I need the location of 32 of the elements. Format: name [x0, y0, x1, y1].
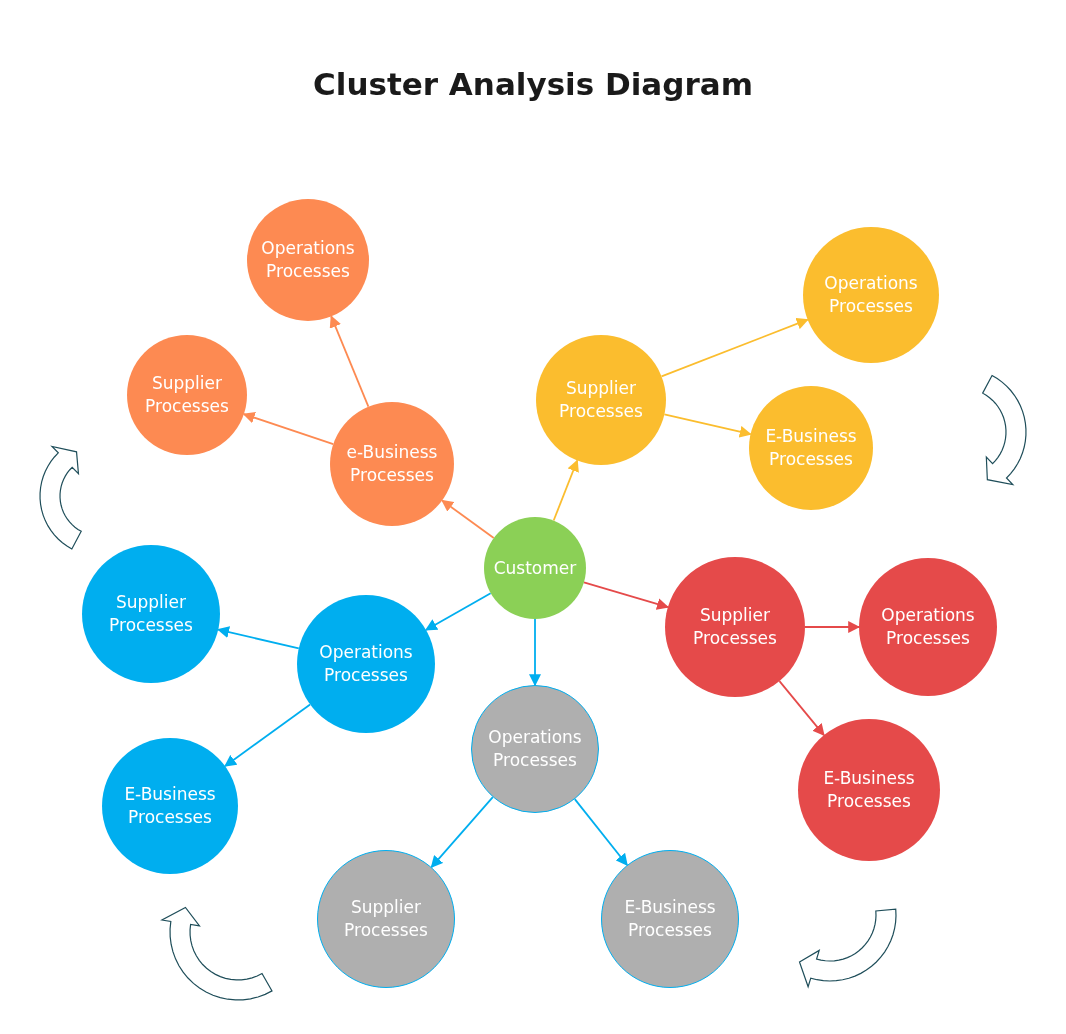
node-label: E-Business Processes	[764, 425, 858, 471]
arrow	[660, 317, 809, 378]
arrow	[573, 798, 628, 866]
node-label: Supplier Processes	[343, 896, 429, 942]
arrow	[583, 581, 669, 610]
node-label: Operations Processes	[880, 604, 976, 650]
arrow	[217, 626, 300, 650]
arrow	[242, 411, 335, 446]
arrow	[224, 703, 311, 767]
node-label: Operations Processes	[823, 272, 919, 318]
node-label: Supplier Processes	[108, 591, 194, 637]
arrow	[424, 592, 492, 631]
arrow	[663, 413, 752, 438]
node-label: Supplier Processes	[144, 372, 230, 418]
node-label: E-Business Processes	[822, 767, 916, 813]
node-label: E-Business Processes	[623, 896, 717, 942]
diagram-title: Cluster Analysis Diagram	[313, 66, 753, 102]
arrow	[441, 499, 495, 539]
arrow	[778, 680, 825, 737]
node-label: Operations Processes	[487, 726, 583, 772]
node-label: Customer	[493, 556, 577, 580]
arrow	[552, 459, 579, 522]
node-label: Operations Processes	[260, 237, 356, 283]
arrow	[804, 621, 861, 633]
node-label: Supplier Processes	[558, 377, 644, 423]
node-label: e-Business Processes	[345, 441, 439, 487]
arrow	[329, 315, 370, 408]
node-label: E-Business Processes	[123, 783, 217, 829]
arrow	[430, 796, 494, 868]
node-label: Supplier Processes	[692, 604, 778, 650]
node-label: Operations Processes	[318, 641, 414, 687]
arrow	[529, 618, 541, 687]
